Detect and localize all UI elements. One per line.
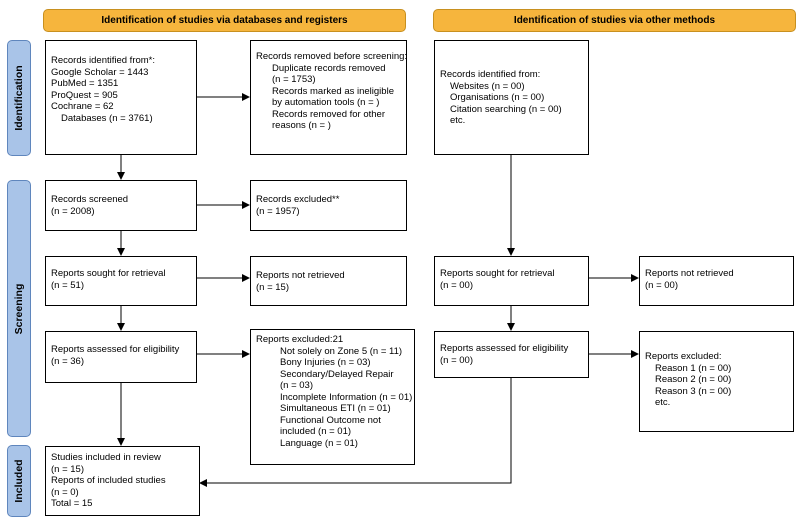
other-identified-title: Records identified from: [440,69,541,80]
exclusion-simultaneous: Simultaneous ETI (n = 01) [280,403,391,414]
exclusion-functional: Functional Outcome not [280,414,381,426]
included-total: Total = 15 [51,498,93,509]
other-etc: etc. [450,115,466,126]
other-sought-box: Reports sought for retrieval (n = 00) [434,256,589,306]
other-reason-3: Reason 3 (n = 00) [655,385,732,397]
other-websites: Websites (n = 00) [450,80,525,92]
not-retrieved-title: Reports not retrieved [256,270,345,281]
source-cochrane: Cochrane = 62 [51,101,114,112]
studies-included-box: Studies included in review (n = 15) Repo… [45,446,200,516]
other-not-retrieved-box: Reports not retrieved (n = 00) [639,256,794,306]
records-removed-box: Records removed before screening: Duplic… [250,40,407,155]
excluded-title: Records excluded** [256,194,340,205]
assessed-title: Reports assessed for eligibility [51,344,180,355]
stage-included: Included [7,445,31,517]
included-count: (n = 15) [51,463,85,475]
removed-line-6: reasons (n = ) [272,120,331,131]
source-google-scholar: Google Scholar = 1443 [51,66,149,78]
sought-title: Reports sought for retrieval [51,268,166,279]
reports-assessed-box: Reports assessed for eligibility (n = 36… [45,331,197,383]
assessed-count: (n = 36) [51,355,85,367]
header-databases: Identification of studies via databases … [43,9,406,32]
records-identified-box: Records identified from*: Google Scholar… [45,40,197,155]
header-other-methods: Identification of studies via other meth… [433,9,796,32]
reports-excluded-title: Reports excluded:21 [256,334,344,345]
other-excluded-box: Reports excluded: Reason 1 (n = 00) Reas… [639,331,794,432]
screened-count: (n = 2008) [51,205,95,217]
records-removed-title: Records removed before screening: [256,51,408,62]
other-assessed-box: Reports assessed for eligibility (n = 00… [434,331,589,378]
records-excluded-box: Records excluded** (n = 1957) [250,180,407,231]
source-databases-total: Databases (n = 3761) [61,112,153,124]
other-assessed-title: Reports assessed for eligibility [440,343,569,354]
other-not-retrieved-title: Reports not retrieved [645,268,734,279]
included-reports-title: Reports of included studies [51,475,166,486]
sought-count: (n = 51) [51,279,85,291]
other-excluded-title: Reports excluded: [645,351,722,362]
included-title: Studies included in review [51,452,161,463]
reports-not-retrieved-box: Reports not retrieved (n = 15) [250,256,407,306]
removed-line-2: (n = 1753) [272,74,316,85]
screened-title: Records screened [51,194,129,205]
removed-line-4: by automation tools (n = ) [272,97,380,108]
records-identified-title: Records identified from*: [51,55,156,66]
exclusion-secondary: Secondary/Delayed Repair [280,368,394,380]
other-assessed-count: (n = 00) [440,354,474,366]
reports-sought-box: Reports sought for retrieval (n = 51) [45,256,197,306]
other-sought-count: (n = 00) [440,279,474,291]
exclusion-bony: Bony Injuries (n = 03) [280,357,371,368]
exclusion-functional-count: included (n = 01) [280,426,352,437]
exclusion-language: Language (n = 01) [280,437,358,449]
stage-identification: Identification [7,40,31,156]
removed-line-1: Duplicate records removed [272,62,386,74]
included-reports-count: (n = 0) [51,486,79,498]
other-identified-box: Records identified from: Websites (n = 0… [434,40,589,155]
not-retrieved-count: (n = 15) [256,281,290,293]
source-proquest: ProQuest = 905 [51,89,118,101]
reports-excluded-box: Reports excluded:21 Not solely on Zone 5… [250,329,415,465]
records-screened-box: Records screened (n = 2008) [45,180,197,231]
other-citation-searching: Citation searching (n = 00) [450,103,562,115]
other-sought-title: Reports sought for retrieval [440,268,555,279]
other-reason-1: Reason 1 (n = 00) [655,362,732,374]
exclusion-zone5: Not solely on Zone 5 (n = 11) [280,345,403,357]
other-reason-2: Reason 2 (n = 00) [655,374,732,385]
exclusion-incomplete: Incomplete Information (n = 01) [280,391,413,403]
removed-line-5: Records removed for other [272,108,385,120]
exclusion-secondary-count: (n = 03) [280,380,314,391]
other-organisations: Organisations (n = 00) [450,92,545,103]
stage-screening: Screening [7,180,31,437]
other-reason-etc: etc. [655,397,671,408]
removed-line-3: Records marked as ineligible [272,85,394,97]
other-not-retrieved-count: (n = 00) [645,279,679,291]
source-pubmed: PubMed = 1351 [51,78,119,89]
excluded-count: (n = 1957) [256,205,300,217]
